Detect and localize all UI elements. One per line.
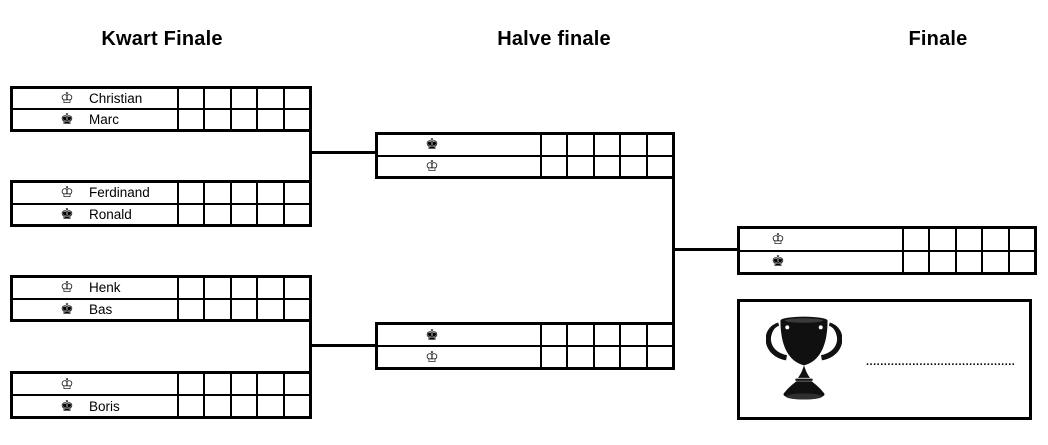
player-row: ♚ xyxy=(378,325,672,345)
score-cells[interactable] xyxy=(902,229,1034,250)
score-cells[interactable] xyxy=(177,204,309,224)
match-quarterfinal-4: ♔ ♚ Boris xyxy=(10,371,312,419)
white-king-icon: ♔ xyxy=(60,278,74,297)
player-row: ♔ xyxy=(378,345,672,367)
player-row: ♚ Ronald xyxy=(13,202,309,224)
player-row: ♚ xyxy=(378,135,672,155)
match-final: ♔ ♚ xyxy=(737,226,1037,275)
player-row: ♔ xyxy=(378,154,672,176)
score-cells[interactable] xyxy=(177,374,309,394)
winner-box: ........................................… xyxy=(737,299,1032,420)
header-quarter-finals: Kwart Finale xyxy=(101,28,223,50)
score-cells[interactable] xyxy=(177,396,309,416)
score-cells[interactable] xyxy=(177,299,309,319)
white-king-icon: ♔ xyxy=(60,89,74,107)
black-king-icon: ♚ xyxy=(425,325,439,344)
match-quarterfinal-3: ♔ Henk ♚ Bas xyxy=(10,275,312,322)
player-row: ♔ xyxy=(13,374,309,394)
white-king-icon: ♔ xyxy=(771,229,785,248)
score-cells[interactable] xyxy=(177,89,309,108)
player-name: Ferdinand xyxy=(89,185,150,201)
winner-name-line[interactable]: ........................................… xyxy=(866,355,1014,368)
white-king-icon: ♔ xyxy=(425,347,439,366)
player-name: Ronald xyxy=(89,206,132,222)
player-row: ♔ xyxy=(740,229,1034,250)
player-name: Boris xyxy=(89,398,120,414)
player-name: Bas xyxy=(89,301,113,317)
black-king-icon: ♚ xyxy=(425,135,439,154)
player-row: ♚ xyxy=(740,249,1034,272)
score-cells[interactable] xyxy=(540,347,672,367)
connector-to-semifinal-1 xyxy=(309,151,375,154)
score-cells[interactable] xyxy=(177,110,309,129)
score-cells[interactable] xyxy=(540,156,672,176)
score-cells[interactable] xyxy=(540,135,672,155)
black-king-icon: ♚ xyxy=(60,396,74,415)
player-row: ♔ Henk xyxy=(13,278,309,298)
white-king-icon: ♔ xyxy=(425,156,439,175)
trophy-icon xyxy=(766,316,842,400)
white-king-icon: ♔ xyxy=(60,374,74,393)
score-cells[interactable] xyxy=(902,251,1034,272)
connector-qf1-qf2-vertical xyxy=(309,131,312,181)
player-row: ♚ Boris xyxy=(13,394,309,416)
match-semifinal-2: ♚ ♔ xyxy=(375,322,675,370)
score-cells[interactable] xyxy=(540,325,672,345)
player-row: ♚ Marc xyxy=(13,108,309,129)
connector-to-semifinal-2 xyxy=(309,344,375,347)
header-final: Finale xyxy=(908,28,968,50)
header-semi-finals: Halve finale xyxy=(497,28,611,50)
score-cells[interactable] xyxy=(177,278,309,298)
player-row: ♔ Ferdinand xyxy=(13,183,309,203)
player-name: Christian xyxy=(89,91,143,106)
white-king-icon: ♔ xyxy=(60,183,74,202)
score-cells[interactable] xyxy=(177,183,309,203)
player-name: Henk xyxy=(89,280,121,296)
match-quarterfinal-2: ♔ Ferdinand ♚ Ronald xyxy=(10,180,312,227)
black-king-icon: ♚ xyxy=(60,299,74,318)
match-semifinal-1: ♚ ♔ xyxy=(375,132,675,179)
player-row: ♔ Christian xyxy=(13,89,309,108)
connector-to-final xyxy=(672,248,737,251)
black-king-icon: ♚ xyxy=(771,252,785,271)
player-row: ♚ Bas xyxy=(13,297,309,319)
black-king-icon: ♚ xyxy=(60,110,74,128)
player-name: Marc xyxy=(89,112,119,127)
match-quarterfinal-1: ♔ Christian ♚ Marc xyxy=(10,86,312,132)
black-king-icon: ♚ xyxy=(60,204,74,223)
